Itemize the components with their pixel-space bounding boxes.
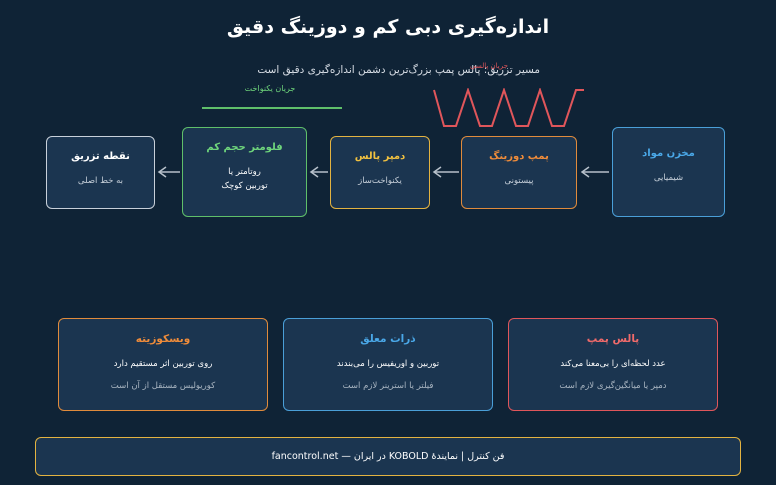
card-viscosity-line2: کوریولیس مستقل از آن است [110,381,216,391]
node-damper-title: دمپر پالس [354,151,406,162]
card-particles-line2: فیلتر یا استرینر لازم است [342,381,434,391]
node-flowmeter-title: فلومتر حجم کم [206,142,283,153]
node-tank-sub: شیمیایی [653,173,684,183]
node-dosing-pump: پمپ دوزینگ پیستونی [461,136,577,209]
node-injection-title: نقطه تزریق [71,151,130,162]
steady-flow-line [202,107,342,109]
node-tank-title: مخزن مواد [642,148,695,159]
card-particles-line1: توربین و اوریفیس را می‌بندند [336,359,440,369]
node-pump-sub: پیستونی [504,176,534,186]
node-low-flow-meter: فلومتر حجم کم روتامتر یا توربین کوچک [182,127,307,217]
card-pump-pulse: پالس پمپ عدد لحظه‌ای را بی‌معنا می‌کند د… [508,318,718,411]
node-injection-point: نقطه تزریق به خط اصلی [46,136,155,209]
page-title: اندازه‌گیری دبی کم و دوزینگ دقیق [226,16,550,38]
node-damper-sub: یکنواخت‌ساز [358,176,402,186]
card-pulse-line2: دمپر یا میانگین‌گیری لازم است [559,381,667,391]
pulse-wave-icon [433,88,584,127]
node-tank: مخزن مواد شیمیایی [612,127,725,217]
card-suspended-particles: ذرات معلق توربین و اوریفیس را می‌بندند ف… [283,318,493,411]
card-viscosity: ویسکوزیته روی توربین اثر مستقیم دارد کور… [58,318,268,411]
arrow-left-icon [309,166,328,178]
node-flowmeter-sub: روتامتر یا توربین کوچک [183,165,306,194]
footer-banner: فن کنترل | نمایندهٔ KOBOLD در ایران — fa… [35,437,741,476]
card-pulse-title: پالس پمپ [586,333,640,345]
steady-flow-label: جریان یکنواخت [244,84,296,93]
node-injection-sub: به خط اصلی [77,176,124,186]
arrow-left-icon [157,166,180,178]
card-pulse-line1: عدد لحظه‌ای را بی‌معنا می‌کند [560,359,666,369]
node-pump-title: پمپ دوزینگ [489,151,549,162]
card-particles-title: ذرات معلق [360,333,416,345]
node-flowmeter-sub1: روتامتر یا [228,167,261,177]
node-flowmeter-sub2: توربین کوچک [221,181,268,192]
card-viscosity-line1: روی توربین اثر مستقیم دارد [113,359,213,369]
node-pulse-damper: دمپر پالس یکنواخت‌ساز [330,136,430,209]
arrow-left-icon [432,166,459,178]
card-viscosity-title: ویسکوزیته [135,333,191,345]
arrow-left-icon [580,166,609,178]
pulse-wave-label: جریان پالسی [470,62,508,70]
subtitle: مسیر تزریق: پالس پمپ بزرگ‌ترین دشمن اندا… [257,64,540,76]
